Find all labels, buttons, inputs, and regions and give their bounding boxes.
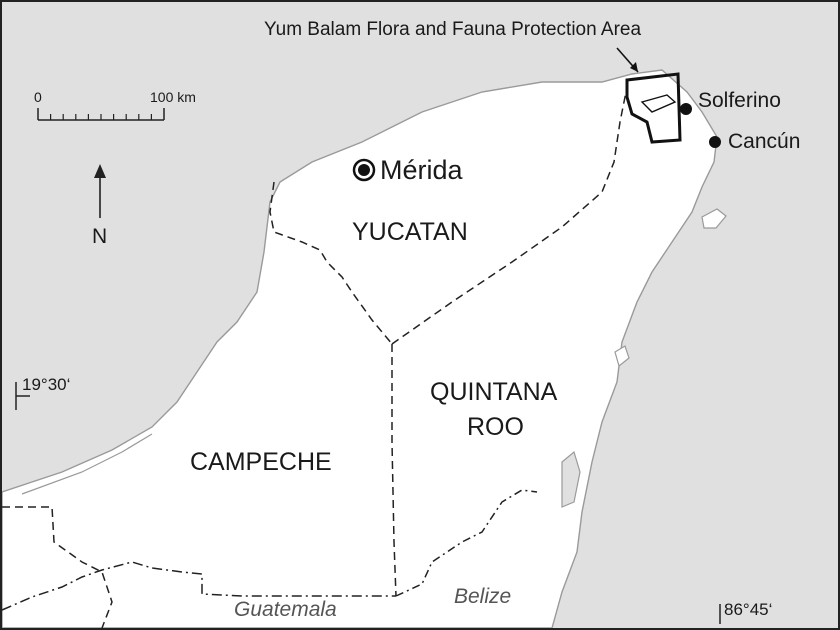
protected-area-outline [625, 72, 682, 144]
boundary-belize [395, 489, 538, 597]
scale-bar-end-label: 100 km [150, 89, 196, 105]
country-belize-label: Belize [454, 585, 512, 608]
state-quintana-roo-line2: ROO [467, 413, 524, 441]
merida-marker-ring [352, 158, 376, 182]
longitude-label: 86°45‘ [724, 600, 773, 619]
lagoon [561, 450, 581, 508]
city-merida-label: Mérida [380, 155, 463, 185]
country-guatemala-label: Guatemala [234, 598, 337, 621]
state-quintana-roo-line1: QUINTANA [430, 378, 558, 406]
protected-area-lagoon [640, 94, 677, 113]
protected-area-arrowhead [630, 62, 638, 72]
north-arrow-label: N [92, 225, 108, 248]
boundary-yucatan-qroo [391, 91, 627, 345]
boundary-west [2, 506, 113, 628]
state-campeche-label: CAMPECHE [190, 448, 332, 476]
peninsula-land [2, 69, 718, 628]
boundary-campeche-qroo [391, 344, 397, 597]
protected-area-label: Yum Balam Flora and Fauna Protection Are… [264, 19, 642, 40]
border-guatemala [2, 561, 396, 611]
cancun-marker [709, 136, 721, 148]
island-1 [701, 208, 727, 229]
island-2 [614, 345, 630, 368]
state-yucatan-label: YUCATAN [352, 218, 468, 246]
city-cancun-label: Cancún [728, 130, 801, 153]
city-solferino-label: Solferino [698, 89, 781, 112]
coastal-sliver [21, 433, 153, 495]
merida-marker-dot [358, 164, 370, 176]
boundary-yucatan-campeche [269, 181, 393, 345]
solferino-marker [680, 103, 692, 115]
north-arrow-head [94, 164, 106, 178]
latitude-label: 19°30‘ [22, 375, 71, 394]
scale-bar-start-label: 0 [34, 89, 42, 105]
